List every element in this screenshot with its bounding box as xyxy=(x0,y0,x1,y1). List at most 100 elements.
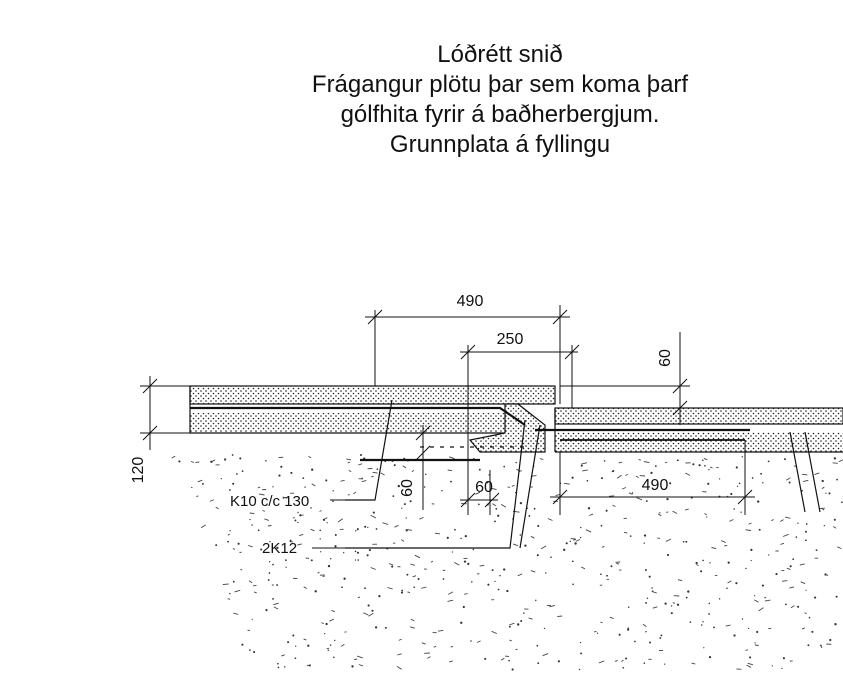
gravel-dot xyxy=(650,471,653,475)
dim-mid-60-vertical: 60 xyxy=(399,479,416,497)
gravel-dot xyxy=(272,486,274,488)
gravel-dash xyxy=(764,599,771,602)
gravel-dot xyxy=(334,639,336,642)
gravel-dot xyxy=(464,534,467,538)
gravel-dot xyxy=(332,490,334,492)
gravel-dash xyxy=(549,604,556,608)
gravel-dash xyxy=(453,562,460,566)
gravel-dot xyxy=(503,465,506,468)
gravel-dot xyxy=(563,548,566,551)
gravel-dash xyxy=(358,664,364,667)
gravel-dot xyxy=(451,551,454,553)
gravel-dot xyxy=(378,594,381,598)
gravel-dot xyxy=(265,609,268,612)
gravel-dot xyxy=(486,481,489,484)
gravel-dot xyxy=(771,665,774,667)
gravel-dot xyxy=(801,489,803,492)
gravel-dot xyxy=(580,526,582,529)
gravel-dot xyxy=(823,525,825,527)
gravel-dash xyxy=(652,606,658,609)
gravel-dot xyxy=(497,588,500,591)
gravel-dot xyxy=(356,551,360,554)
gravel-dot xyxy=(797,522,799,524)
gravel-dot xyxy=(596,632,599,634)
gravel-dash xyxy=(517,573,523,577)
gravel-dash xyxy=(234,589,241,593)
gravel-dash xyxy=(585,529,592,533)
gravel-dot xyxy=(334,534,337,536)
gravel-dot xyxy=(276,546,279,550)
gravel-dash xyxy=(353,491,357,495)
gravel-dot xyxy=(272,563,274,566)
gravel-dot xyxy=(708,613,710,615)
gravel-dot xyxy=(754,595,756,597)
gravel-dot xyxy=(775,573,778,576)
gravel-dash xyxy=(282,496,288,499)
gravel-dot xyxy=(605,509,608,512)
gravel-dot xyxy=(820,646,823,648)
gravel-dot xyxy=(536,644,539,647)
gravel-dot xyxy=(783,458,786,461)
gravel-dot xyxy=(708,469,710,471)
gravel-dash xyxy=(643,461,650,463)
gravel-dot xyxy=(413,586,416,589)
gravel-dot xyxy=(463,560,467,563)
gravel-dot xyxy=(295,645,297,647)
gravel-dot xyxy=(425,473,427,476)
dim-left-120: 120 xyxy=(130,457,147,484)
gravel-dash xyxy=(781,580,788,582)
gravel-dash xyxy=(802,479,809,483)
gravel-dot xyxy=(695,561,698,565)
gravel-dot xyxy=(520,619,523,623)
gravel-dot xyxy=(627,628,630,631)
gravel-dash xyxy=(209,499,214,502)
gravel-dot xyxy=(232,580,235,583)
gravel-dot xyxy=(829,638,832,642)
slab-transition xyxy=(468,403,546,453)
gravel-dot xyxy=(237,542,240,545)
gravel-dash xyxy=(821,486,825,489)
gravel-dot xyxy=(508,659,510,662)
gravel-dot xyxy=(819,644,822,647)
gravel-dot xyxy=(804,530,807,533)
gravel-dot xyxy=(287,641,290,644)
gravel-dot xyxy=(278,474,281,477)
gravel-dot xyxy=(393,464,396,467)
gravel-dash xyxy=(281,654,285,657)
gravel-dot xyxy=(322,518,326,521)
gravel-dot xyxy=(319,529,322,532)
gravel-dot xyxy=(587,507,591,510)
gravel-dot xyxy=(285,566,287,568)
gravel-dot xyxy=(718,598,721,600)
gravel-dot xyxy=(687,590,690,593)
dimension-lines xyxy=(140,305,755,549)
title-line-1: Lóðrétt snið xyxy=(437,41,563,68)
gravel-dash xyxy=(492,503,497,507)
gravel-dash xyxy=(582,469,588,472)
gravel-dash xyxy=(356,655,363,659)
gravel-dot xyxy=(341,586,343,589)
gravel-dash xyxy=(397,653,402,656)
gravel-dot xyxy=(698,464,701,467)
gravel-dot xyxy=(367,604,370,607)
gravel-dot xyxy=(494,580,496,583)
gravel-dot xyxy=(268,525,270,527)
gravel-dot xyxy=(249,649,251,651)
gravel-dash xyxy=(382,522,389,525)
gravel-dot xyxy=(557,660,561,663)
dim-250: 250 xyxy=(497,331,524,348)
gravel-dash xyxy=(771,519,774,522)
gravel-dot xyxy=(320,551,322,553)
gravel-dot xyxy=(519,501,523,505)
gravel-dot xyxy=(236,473,238,475)
gravel-dash xyxy=(782,533,789,537)
gravel-dot xyxy=(319,538,321,540)
gravel-dot xyxy=(754,642,756,644)
gravel-dot xyxy=(285,559,287,561)
gravel-dot xyxy=(297,521,299,524)
gravel-dot xyxy=(366,554,369,557)
gravel-dot xyxy=(506,589,509,593)
gravel-dot xyxy=(302,477,305,479)
gravel-dash xyxy=(528,617,533,620)
gravel-dot xyxy=(260,548,263,551)
